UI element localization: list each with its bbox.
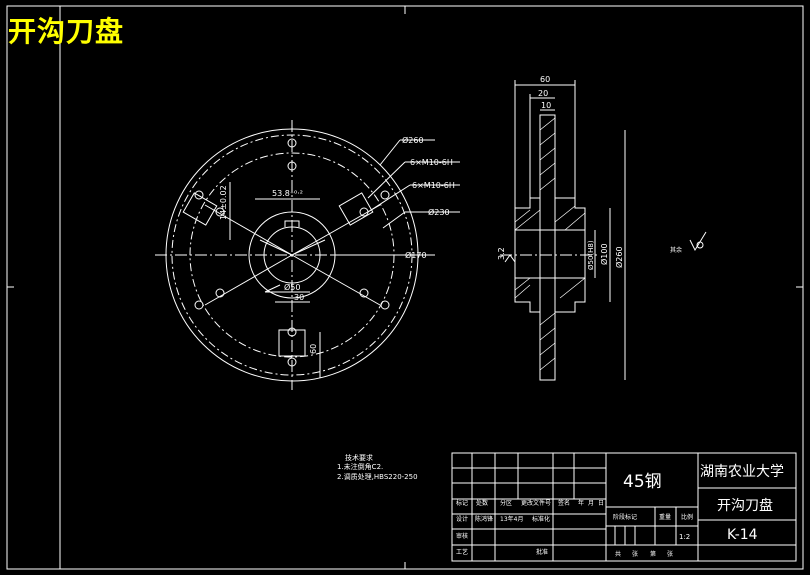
tb-r2-c4: 标准化 — [532, 515, 550, 523]
stage-label: 阶段标记 — [613, 513, 637, 521]
notes-line-1: 1.未注倒角C2. — [337, 462, 383, 471]
front-view-labels: Ø260 6×M10-6H 6×M10-6H Ø230 Ø170 Ø50 14±… — [219, 135, 455, 354]
weight-label: 重量 — [659, 513, 671, 521]
ratio-label: 比例 — [681, 513, 693, 521]
scale: 1:2 — [679, 533, 690, 541]
tb-r4-c2: 批准 — [536, 548, 548, 556]
title-block-text: 45钢 湖南农业大学 开沟刀盘 K-14 1:2 标记 处数 分区 更改文件号 … — [456, 464, 784, 558]
slot-left — [182, 192, 218, 226]
slot-right — [338, 192, 374, 226]
tb-r4-c1: 工艺 — [456, 548, 468, 556]
label-bore: Ø50 — [284, 282, 300, 292]
radial-2 — [291, 204, 381, 256]
tb-r3-c1: 审核 — [456, 532, 468, 540]
label-hub-diameter: Ø170 — [405, 250, 427, 260]
sheet-info-4: 张 — [667, 550, 673, 558]
label-outer: Ø260 — [614, 246, 624, 268]
radial-6 — [291, 239, 326, 256]
tb-r1-c2: 处数 — [476, 499, 488, 507]
sheet-info-2: 张 — [632, 550, 638, 558]
tb-r2-c1: 设计 — [456, 515, 468, 523]
tb-r1-c8: 日 — [598, 500, 604, 507]
tb-r1-c7: 月 — [588, 500, 594, 507]
front-view — [155, 120, 460, 390]
label-bolt-circle: Ø230 — [428, 207, 450, 217]
sheet-info-1: 共 — [615, 550, 621, 558]
label-outer-diameter: Ø260 — [402, 135, 424, 145]
technical-notes: 技术要求 1.未注倒角C2. 2.调质处理,HBS220-250 — [337, 453, 418, 481]
tb-r1-c1: 标记 — [456, 499, 468, 507]
drawing-frame — [6, 5, 804, 570]
leader-thread-2 — [367, 184, 411, 213]
label-mid-width: 20 — [538, 89, 548, 98]
label-key-depth: 53.8⁺⁰·² — [272, 189, 303, 198]
roughness-symbol-other — [689, 231, 707, 252]
label-total-width: 60 — [540, 75, 550, 84]
label-hub: Ø100 — [599, 243, 609, 265]
title-block — [451, 452, 797, 562]
drawing-title: 开沟刀盘 — [8, 15, 125, 48]
leader-230 — [382, 211, 406, 229]
side-view — [500, 80, 707, 381]
label-small-width: 10 — [541, 101, 551, 110]
label-width-bottom: 30 — [294, 293, 304, 302]
label-bore-fit: Ø50(H8) — [587, 240, 595, 270]
tb-r2-c2: 陈鸿锋 — [475, 515, 493, 523]
tb-r1-c3: 分区 — [500, 499, 512, 507]
leader-thread-1 — [367, 161, 406, 199]
bolt-holes — [194, 138, 390, 367]
leader-260 — [379, 139, 401, 166]
tb-r2-c3: 13年4月 — [500, 515, 523, 523]
label-roughness: 3.2 — [497, 247, 506, 260]
material: 45钢 — [623, 472, 662, 492]
slot-bottom — [278, 329, 306, 357]
side-outline — [514, 114, 586, 381]
label-keyway-width: 14±0.02 — [219, 185, 228, 220]
leader-50 — [264, 284, 281, 293]
sheet-info-3: 第 — [650, 550, 656, 558]
drawing-number: K-14 — [727, 527, 758, 543]
label-thread-top: 6×M10-6H — [410, 158, 453, 167]
side-bore — [514, 229, 586, 279]
label-roughness-other: 其余 — [670, 246, 682, 254]
tb-r1-c4: 更改文件号 — [521, 499, 551, 507]
part-name: 开沟刀盘 — [717, 497, 773, 514]
section-hatch — [514, 117, 586, 371]
label-thread-mid: 6×M10-6H — [412, 181, 455, 190]
university: 湖南农业大学 — [700, 464, 784, 480]
label-height-bottom: 60 — [309, 344, 318, 354]
tb-r1-c5: 签名 — [558, 499, 570, 507]
side-view-labels: 60 20 10 3.2 Ø50(H8) Ø100 Ø260 其余 — [497, 75, 682, 270]
roughness-symbol-left — [504, 254, 516, 263]
tb-r1-c6: 年 — [578, 499, 584, 507]
notes-heading: 技术要求 — [345, 453, 373, 462]
notes-line-2: 2.调质处理,HBS220-250 — [337, 472, 418, 481]
radial-1 — [204, 204, 293, 256]
radial-5 — [259, 239, 293, 256]
